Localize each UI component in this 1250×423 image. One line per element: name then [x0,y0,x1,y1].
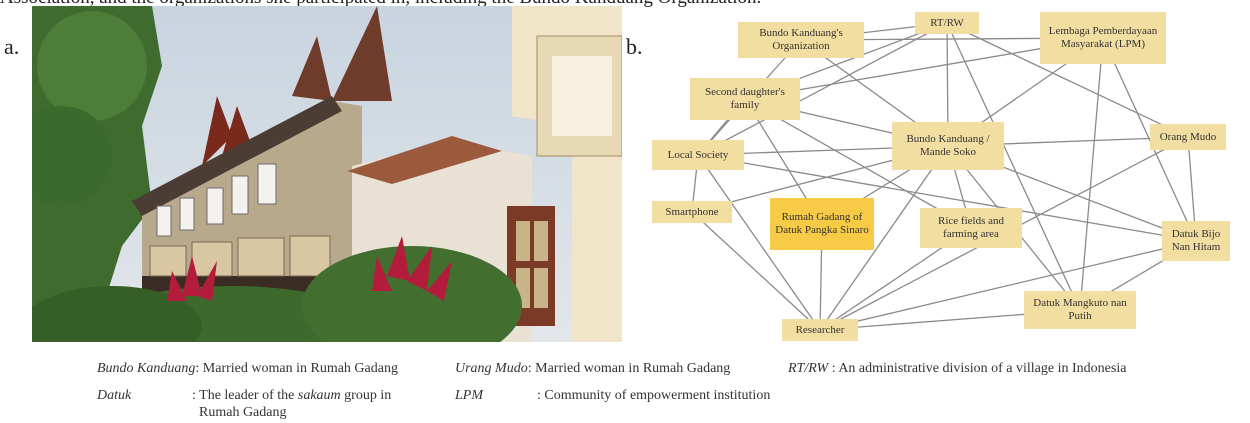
edge-second_daughter-rice_fields [744,98,972,229]
node-datuk-bijo-nan-hitam: Datuk Bijo Nan Hitam [1162,221,1230,261]
node-researcher: Researcher [782,319,858,341]
legend-bundo-kanduang: Bundo Kanduang: Married woman in Rumah G… [97,361,398,376]
node-bundo-kanduang-organization: Bundo Kanduang's Organization [738,22,864,58]
edge-smartphone-researcher [691,211,821,331]
edge-rtrw-datuk_mangkuto [946,22,1081,311]
node-rt-rw: RT/RW [915,12,979,34]
legend-lpm: LPM: Community of empowerment institutio… [455,388,771,403]
panel-a-label: a. [4,34,20,59]
edge-local_society-datuk_bijo [697,154,1197,242]
legend-datuk: Datuk: The leader of the sakaum group in… [97,388,392,420]
edge-lpm-datuk_mangkuto [1079,37,1104,311]
edge-bundo_mande-researcher [819,145,949,331]
edge-datuk_bijo-researcher [819,240,1197,331]
node-rice-fields: Rice fields and farming area [920,208,1022,248]
node-datuk-mangkuto-nan-putih: Datuk Mangkuto nan Putih [1024,291,1136,329]
node-local-society: Local Society [652,140,744,170]
panel-b-label: b. [626,34,643,59]
node-second-daughters-family: Second daughter's family [690,78,800,120]
edge-rtrw-local_society [697,22,948,156]
node-bundo-kanduang-mande-soko: Bundo Kanduang / Mande Soko [892,122,1004,170]
caption-top-line: Association, and the organizations she p… [0,0,1250,9]
edge-rtrw-orang_mudo [946,22,1189,138]
edge-local_society-researcher [697,154,821,331]
edge-lpm-datuk_bijo [1102,37,1197,242]
node-smartphone: Smartphone [652,201,732,223]
node-lpm: Lembaga Pemberdayaan Masyarakat (LPM) [1040,12,1166,64]
network-diagram: Bundo Kanduang's Organization RT/RW Lemb… [632,6,1232,342]
legend-urang-mudo: Urang Mudo: Married woman in Rumah Gadan… [455,361,731,376]
node-rumah-gadang: Rumah Gadang of Datuk Pangka Sinaro [770,198,874,250]
rumah-gadang-photo [32,6,622,342]
legend-rt-rw: RT/RW : An administrative division of a … [788,361,1127,376]
node-orang-mudo: Orang Mudo [1150,124,1226,150]
